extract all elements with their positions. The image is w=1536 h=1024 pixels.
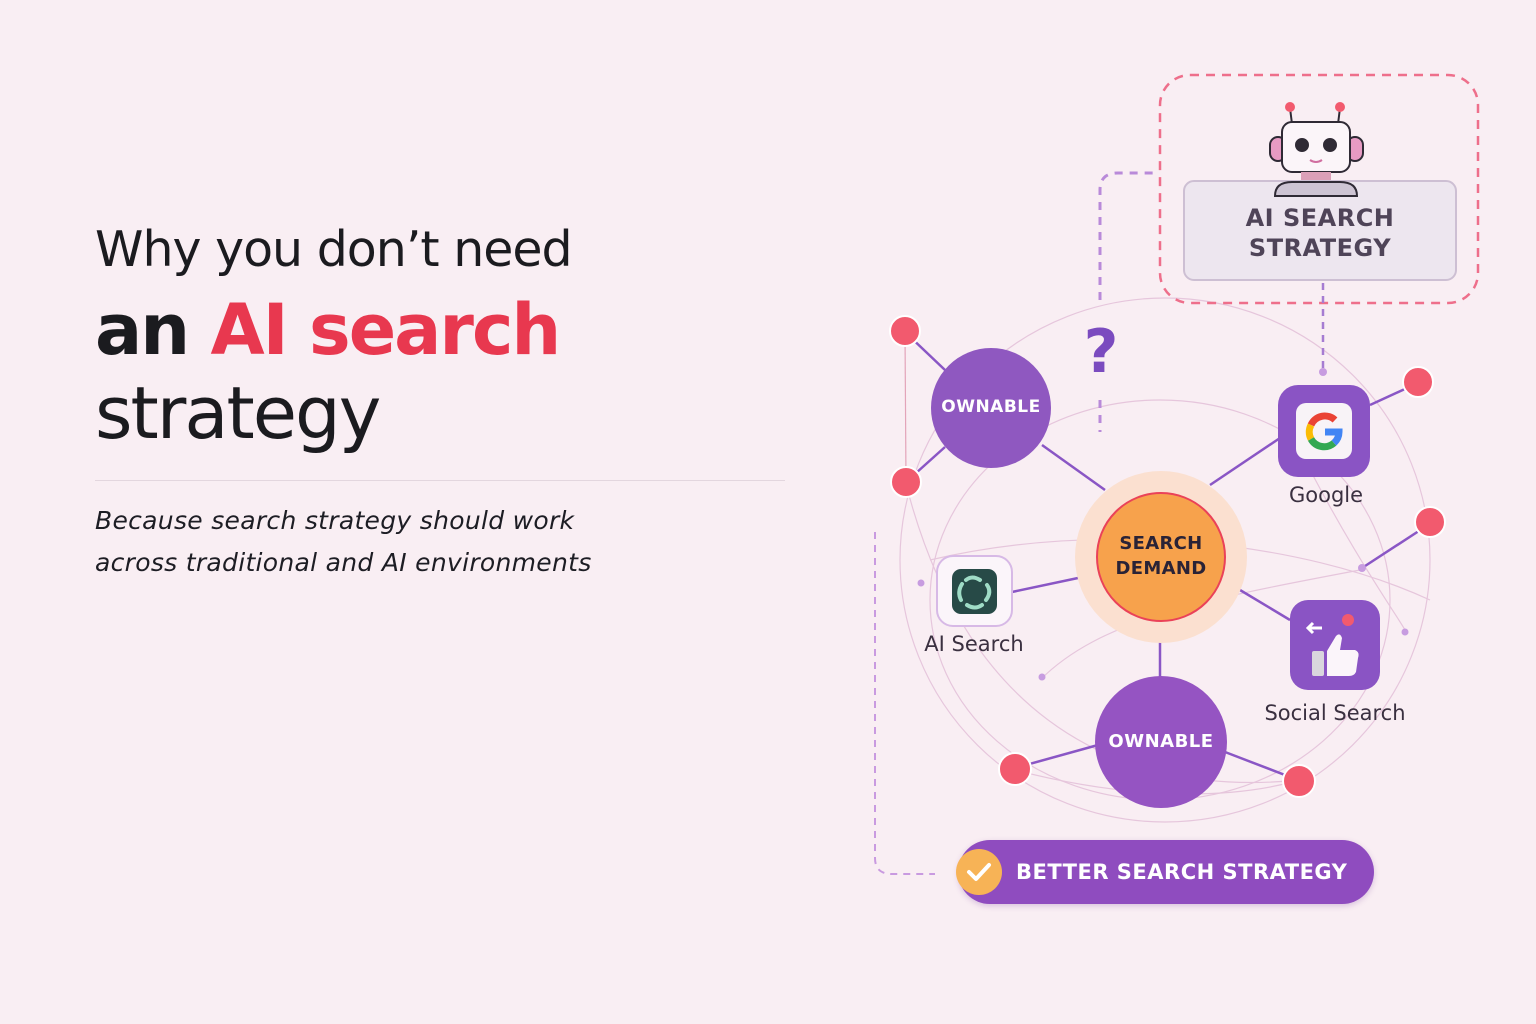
ai-search-caption: AI Search <box>924 632 1024 656</box>
demand-line-2: DEMAND <box>1115 558 1207 579</box>
headline-line-1: Why you don’t need <box>95 221 573 278</box>
google-g-icon <box>1305 412 1343 451</box>
better-search-strategy-button[interactable]: BETTER SEARCH STRATEGY <box>956 840 1374 904</box>
junction-dots <box>917 368 1409 681</box>
cta-label: BETTER SEARCH STRATEGY <box>1016 860 1348 884</box>
google-caption: Google <box>1288 483 1364 507</box>
strategy-label-line-2: STRATEGY <box>1248 234 1392 262</box>
divider <box>95 480 785 481</box>
social-search-caption: Social Search <box>1264 701 1406 725</box>
subtitle: Because search strategy should work acro… <box>95 500 795 584</box>
robot-body-icon <box>1273 181 1359 197</box>
robot-icon <box>1269 102 1364 182</box>
ownable-bottom-label: OWNABLE <box>1108 731 1214 752</box>
demand-line-1: SEARCH <box>1119 533 1203 554</box>
ai-swirl-icon <box>952 569 997 614</box>
strategy-label-line-1: AI SEARCH <box>1245 204 1395 232</box>
headline-accent: AI search <box>210 289 561 371</box>
ownable-top-label: OWNABLE <box>941 397 1041 417</box>
dashed-connectors <box>874 73 1480 875</box>
search-demand-label: SEARCH DEMAND <box>1097 531 1225 581</box>
ai-search-strategy-label: AI SEARCH STRATEGY <box>1184 203 1456 263</box>
demand-core <box>1096 492 1226 622</box>
headline-line-2: an AI search <box>95 288 795 372</box>
headline: Why you don’t need an AI search strategy <box>95 218 795 454</box>
headline-block: Why you don’t need an AI search strategy <box>95 218 795 454</box>
ownable-bottom-circle <box>1095 676 1227 808</box>
headline-line-3: strategy <box>95 371 381 455</box>
red-nodes <box>889 315 1446 798</box>
question-mark-icon: ? <box>1084 317 1119 387</box>
ai-swirl-strokes <box>957 575 992 610</box>
headline-prefix: an <box>95 289 211 371</box>
subtitle-line-1: Because search strategy should work <box>95 506 575 535</box>
thumbs-up-icon <box>1305 614 1359 676</box>
check-icon <box>956 849 1002 895</box>
ownable-top-circle <box>931 348 1051 468</box>
subtitle-line-2: across traditional and AI environments <box>95 548 592 577</box>
